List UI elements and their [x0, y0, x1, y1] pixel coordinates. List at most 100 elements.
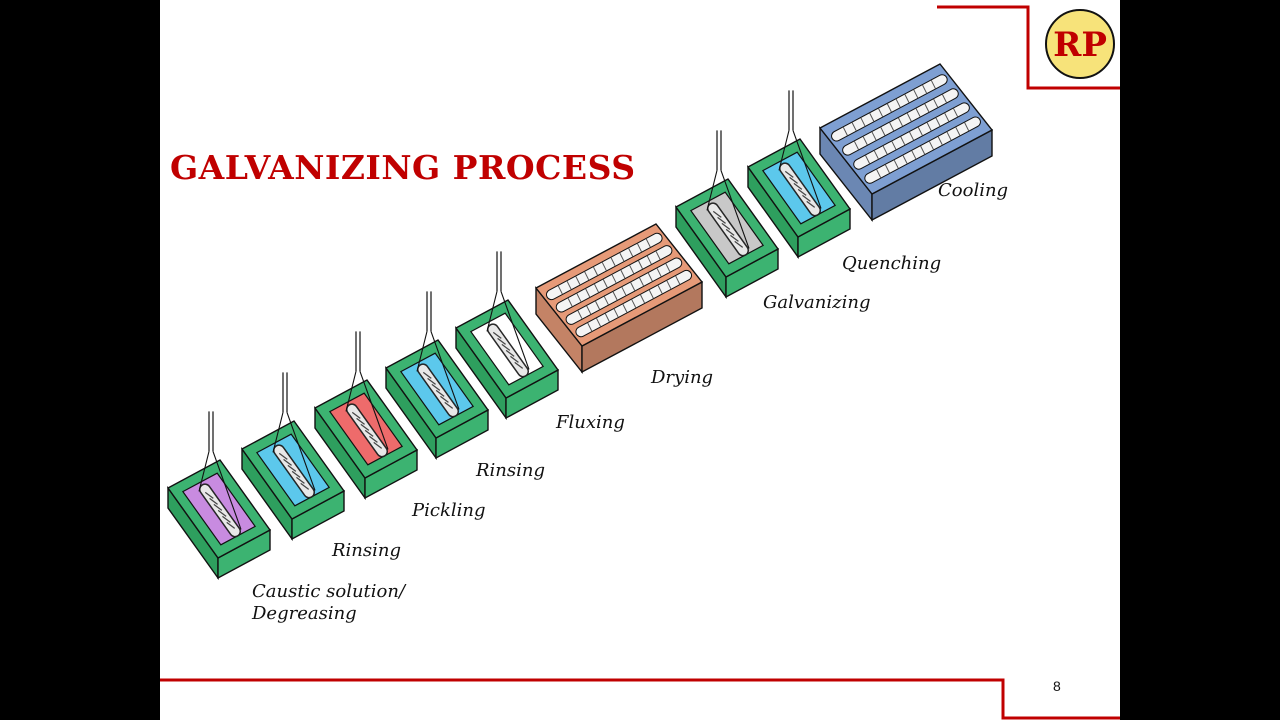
pipe-twist: [621, 286, 627, 296]
hanger-wire: [272, 412, 284, 453]
pipe-twist: [937, 136, 943, 145]
rod-twist: [226, 521, 236, 529]
page-title: GALVANIZING PROCESS: [170, 148, 636, 187]
rod-twist: [427, 377, 436, 385]
rod-twist: [802, 194, 811, 202]
pipe-twist: [610, 257, 616, 266]
rod-twist: [364, 429, 374, 437]
galvanizing-diagram: [166, 63, 994, 581]
pipe-twist: [612, 291, 618, 301]
pipe-twist: [645, 238, 651, 248]
pipe-twist: [665, 263, 671, 272]
pipe-twist: [878, 108, 884, 117]
rod-twist: [717, 216, 726, 224]
rod-twist: [793, 182, 803, 190]
pipe-twist: [946, 131, 952, 141]
pipe-twist: [889, 122, 895, 131]
pipe-twist: [964, 122, 970, 131]
rod-twist: [373, 441, 383, 449]
hanger-wire: [212, 451, 242, 530]
hanger-wire: [778, 130, 790, 171]
pipe-twist: [942, 94, 947, 103]
rod-twist: [797, 188, 807, 196]
rod-twist: [300, 482, 310, 490]
rod-twist: [721, 222, 731, 230]
tank-galvanizing: [674, 130, 780, 300]
rod-twist: [806, 200, 816, 208]
label-caustic-line2: Degreasing: [252, 603, 357, 624]
pipe-twist: [891, 141, 897, 150]
pipe-twist: [854, 141, 859, 150]
pipe-twist: [882, 145, 888, 155]
pipe-twist: [909, 131, 914, 141]
hanger-wire: [430, 331, 460, 410]
rod-twist: [291, 470, 301, 478]
rod-twist: [283, 458, 292, 466]
hanger-wire: [720, 170, 750, 249]
pipe-twist: [924, 103, 930, 113]
rod-twist: [431, 383, 441, 391]
rod-twist: [435, 389, 445, 397]
pipe-twist: [557, 285, 563, 295]
bottom-corner-line: [160, 678, 1120, 720]
pipe-twist: [602, 279, 608, 288]
rod-twist: [501, 343, 511, 351]
hanger-wire: [706, 170, 718, 211]
pipe-twist: [566, 280, 572, 290]
pipe-twist: [595, 301, 600, 310]
pipe-twist: [638, 260, 643, 269]
page-number: 8: [1053, 678, 1061, 694]
pipe-twist: [860, 117, 866, 127]
pipe-twist: [656, 268, 662, 277]
pipe-twist: [902, 155, 908, 164]
pipe-twist: [594, 283, 599, 293]
pipe-twist: [576, 293, 582, 302]
rod-twist: [734, 240, 744, 248]
pipe-twist: [915, 108, 921, 117]
rod-twist: [492, 331, 502, 339]
pipe-twist: [629, 265, 635, 274]
pipe-twist: [577, 310, 583, 319]
label-galvanizing: Galvanizing: [763, 292, 871, 313]
pipe-twist: [648, 289, 654, 299]
pipe-twist: [596, 318, 601, 327]
pipe-twist: [630, 282, 636, 291]
rod-twist: [213, 503, 223, 511]
hanger-wire: [359, 371, 389, 450]
rod-twist: [725, 228, 735, 236]
slide: RP GALVANIZING PROCESS Caustic solution/…: [160, 0, 1120, 720]
pipe-twist: [619, 252, 625, 262]
tank-caustic: [166, 411, 272, 581]
pipe-twist: [842, 127, 848, 136]
tank-rinse2: [384, 291, 490, 461]
rod-twist: [217, 509, 227, 517]
pipe-twist: [917, 127, 923, 136]
pipe-twist: [955, 127, 961, 136]
pipe-twist: [893, 159, 899, 169]
label-rinsing-1: Rinsing: [332, 540, 402, 561]
rod-twist: [209, 497, 218, 505]
tank-rinse1: [240, 372, 346, 542]
pipe-twist: [953, 108, 958, 117]
pipe-twist: [666, 280, 672, 290]
pipe-twist: [886, 103, 892, 113]
hanger-wire: [500, 291, 530, 370]
pipe-twist: [922, 84, 928, 94]
rod-twist: [514, 361, 524, 369]
pipe-twist: [622, 304, 628, 313]
pipe-twist: [675, 275, 681, 285]
pipe-twist: [928, 141, 934, 150]
pipe-twist: [657, 285, 663, 294]
pipe-twist: [904, 94, 910, 103]
pipe-twist: [604, 313, 610, 322]
label-pickling: Pickling: [412, 500, 486, 521]
pipe-twist: [944, 113, 950, 122]
label-cooling: Cooling: [938, 180, 1009, 201]
pipe-twist: [631, 299, 637, 308]
pipe-twist: [930, 80, 936, 89]
label-caustic: Caustic solution/ Degreasing: [252, 581, 405, 625]
rod-twist: [278, 452, 288, 460]
rod-twist: [510, 355, 519, 363]
pipe-twist: [906, 113, 912, 122]
rod-twist: [730, 234, 739, 242]
